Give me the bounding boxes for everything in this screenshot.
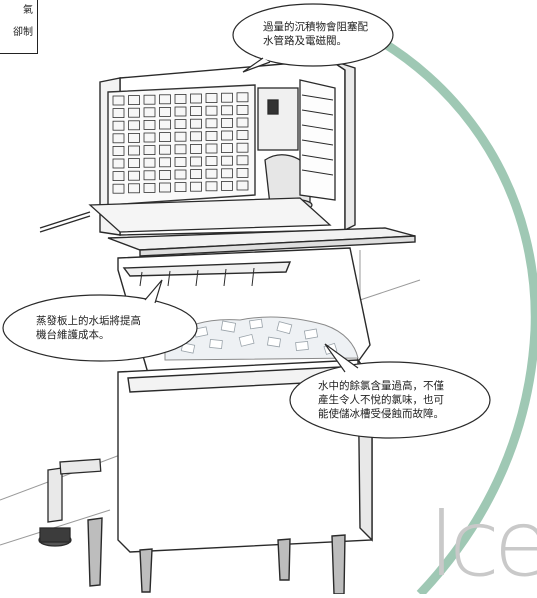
evaporator-cell [159, 132, 171, 143]
callout-top-text: 過量的沉積物會阻塞配 水管路及電磁閥。 [263, 21, 368, 47]
evaporator-cell [143, 132, 156, 143]
evaporator-cell [205, 168, 218, 179]
corner-fragment-box: 氣 卻制 [0, 0, 38, 54]
evaporator-cell [112, 183, 125, 194]
evaporator-cell [143, 170, 156, 181]
ice-cubes [180, 318, 338, 355]
evaporator-cell [236, 130, 249, 141]
evaporator-cell [236, 167, 249, 178]
evaporator-cell [174, 182, 187, 193]
callout-top-bubble [232, 3, 394, 73]
evaporator-cell [190, 169, 202, 180]
evaporator-cell [174, 119, 187, 129]
evaporator-cell [128, 107, 140, 118]
evaporator-cell [236, 92, 249, 103]
evaporator-cell [128, 120, 140, 131]
plumbing [257, 79, 336, 212]
evaporator-cell [174, 169, 187, 180]
evaporator-cell [128, 145, 140, 156]
evaporator-cell [190, 181, 202, 192]
evaporator-cell [190, 118, 202, 129]
evaporator-cell [128, 132, 140, 143]
evaporator-cell [112, 171, 125, 182]
bin-lid [107, 227, 416, 257]
evaporator-cell [221, 92, 233, 103]
corner-fragment-line-1: 氣 [23, 5, 33, 16]
evaporator-cell [205, 181, 218, 192]
evaporator-cell [112, 133, 125, 144]
evaporator-cell [159, 144, 171, 155]
evaporator-cell [190, 131, 202, 142]
corner-fragment-line-2: 卻制 [13, 27, 33, 38]
evaporator-cell [205, 93, 218, 103]
evaporator-cell [143, 157, 156, 168]
evaporator-cell [236, 105, 249, 115]
evaporator-cell [174, 94, 187, 104]
evaporator-cell [112, 95, 125, 106]
callout-left-bubble [2, 279, 198, 362]
evaporator-cell [236, 142, 249, 153]
water-trough [39, 197, 332, 233]
callout-right-bubble [289, 343, 491, 439]
evaporator-cell [112, 120, 125, 131]
evaporator-cell [128, 170, 140, 181]
evaporator-cell [112, 158, 125, 169]
evaporator-cell [190, 106, 202, 116]
evaporator-cell [159, 157, 171, 168]
evaporator-cell [174, 131, 187, 142]
evaporator-cell [128, 158, 140, 169]
drain-pipe [38, 458, 102, 547]
evaporator-cell [143, 94, 156, 105]
evaporator-cell [112, 145, 125, 156]
evaporator-cell [205, 105, 218, 116]
evaporator-cell [221, 143, 233, 154]
evaporator-cell [221, 118, 233, 128]
evaporator-cell [190, 156, 202, 167]
evaporator-cell [143, 145, 156, 156]
evaporator-cell [190, 93, 202, 104]
evaporator-cell [205, 118, 218, 129]
evaporator-cell [221, 180, 233, 191]
evaporator-cell [174, 106, 187, 117]
evaporator-cell [221, 130, 233, 141]
evaporator-cell [236, 180, 249, 191]
evaporator-cell [205, 130, 218, 141]
evaporator-cell [174, 144, 187, 155]
evaporator-cell [128, 95, 140, 105]
evaporator-cell [205, 143, 218, 154]
callout-left-text: 蒸發板上的水垢將提高 機台維護成本。 [36, 315, 141, 341]
evaporator-cell [128, 183, 140, 194]
evaporator-cell [143, 120, 156, 130]
evaporator-cell [159, 107, 171, 117]
evaporator-cell [143, 182, 156, 193]
evaporator-cell [159, 182, 171, 193]
evaporator-cell [159, 169, 171, 180]
evaporator-cell [221, 155, 233, 166]
evaporator-cell [143, 107, 156, 118]
decorative-arc [343, 17, 537, 598]
evaporator-cell [236, 117, 249, 128]
evaporator-cell [221, 105, 233, 116]
evaporator-cell [190, 143, 202, 154]
evaporator-cell [205, 156, 218, 167]
ice-watermark: Ice [428, 490, 537, 597]
evaporator-cell [174, 156, 187, 167]
evaporator-cell [221, 168, 233, 179]
evaporator-cell [112, 108, 125, 118]
evaporator-cell [159, 94, 171, 105]
evaporator-cell [236, 155, 249, 166]
evaporator-cell [159, 119, 171, 130]
evaporator-grid [107, 84, 256, 206]
callout-right-text: 水中的餘氯含量過高，不僅 產生令人不悅的氯味，也可 能使儲冰槽受侵蝕而故障。 [318, 380, 444, 420]
